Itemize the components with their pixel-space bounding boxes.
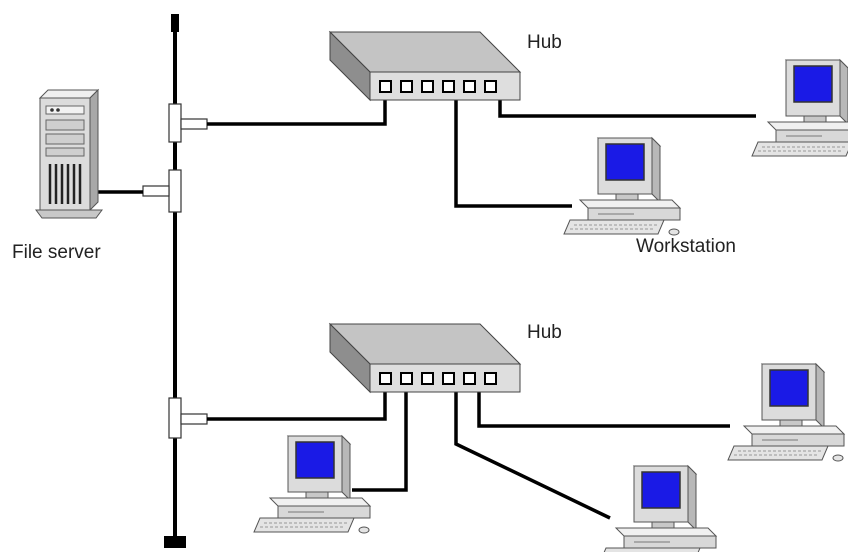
computer-top-right-icon <box>751 59 848 158</box>
tap-connector-bottom <box>168 397 208 439</box>
cable-top-hub-right <box>498 98 756 118</box>
computer-bottom-right-icon <box>727 363 845 462</box>
workstation-icon <box>563 137 681 236</box>
file-server-label: File server <box>12 242 101 263</box>
cable-top-hub-uplink <box>207 98 387 126</box>
cable-bottom-hub-right <box>477 390 730 428</box>
tap-connector-top <box>168 103 208 143</box>
computer-bottom-center-icon <box>599 465 717 552</box>
hub-top <box>329 31 521 101</box>
computer-bottom-left-icon <box>253 435 371 534</box>
workstation-label: Workstation <box>636 236 736 257</box>
file-server-icon <box>35 88 103 219</box>
hub-bottom-label: Hub <box>527 322 562 343</box>
cable-bottom-hub-left <box>352 390 408 492</box>
cables <box>98 98 756 520</box>
cable-bottom-hub-uplink <box>207 390 387 421</box>
cable-top-hub-workstation <box>454 98 572 208</box>
backbone-terminator <box>164 536 186 548</box>
hub-bottom <box>329 323 521 393</box>
cable-bottom-hub-center <box>454 390 611 520</box>
hub-top-label: Hub <box>527 32 562 53</box>
tap-connector-server <box>142 169 182 213</box>
